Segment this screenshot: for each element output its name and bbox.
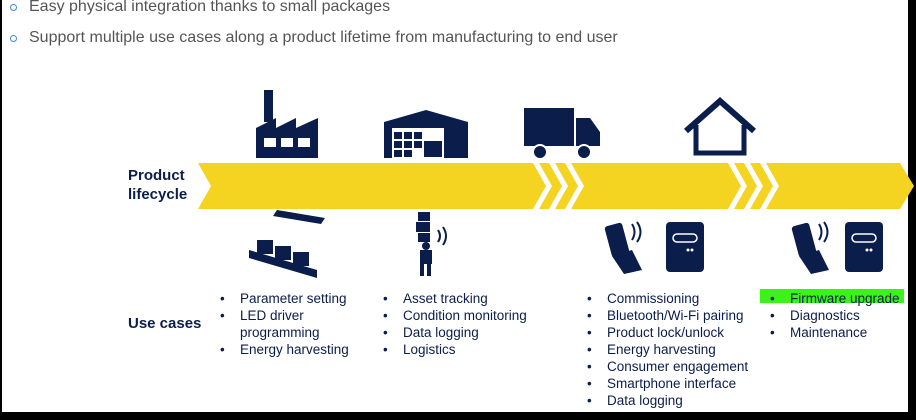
use-case-list: Commissioning Bluetooth/Wi-Fi pairing Pr… [587, 290, 748, 409]
list-item: Bluetooth/Wi-Fi pairing [587, 307, 748, 324]
bullet-text: Easy physical integration thanks to smal… [29, 0, 391, 15]
list-item: Commissioning [587, 290, 748, 307]
list-item: Parameter setting [220, 290, 370, 307]
slide: Easy physical integration thanks to smal… [2, 0, 914, 412]
worker-carrying-boxes-icon [416, 212, 447, 276]
use-case-list: Parameter setting LED driver programming… [220, 290, 370, 358]
list-item: Consumer engagement [587, 358, 748, 375]
list-item: Diagnostics [770, 307, 900, 324]
list-item: Condition monitoring [383, 307, 527, 324]
list-item: Maintenance [770, 324, 900, 341]
use-cases-label: Use cases [128, 315, 202, 332]
conveyor-icon [249, 210, 325, 278]
list-item: Product lock/unlock [587, 324, 748, 341]
bullet-icon [10, 34, 17, 42]
use-case-list: Asset tracking Condition monitoring Data… [383, 290, 527, 358]
list-item-text: LED driver programming [240, 308, 320, 340]
list-item: Firmware upgrade [770, 290, 900, 307]
warehouse-icon [384, 110, 468, 158]
bullet-icon [10, 3, 17, 11]
lifecycle-label: Product lifecycle [128, 166, 187, 204]
smartphone-icon [791, 221, 883, 274]
list-item: Data logging [383, 324, 527, 341]
lifecycle-arrow [198, 163, 914, 209]
factory-icon [256, 90, 318, 158]
bullet-item: Support multiple use cases along a produ… [10, 29, 618, 47]
house-icon [684, 96, 756, 156]
list-item: Energy harvesting [587, 341, 748, 358]
use-case-list: Firmware upgrade Diagnostics Maintenance [770, 290, 900, 341]
list-item: LED driver programming [220, 307, 370, 341]
truck-icon [524, 108, 600, 160]
list-item: Smartphone interface [587, 375, 748, 392]
lifecycle-label-line: Product [128, 167, 185, 184]
lifecycle-label-line: lifecycle [128, 186, 188, 203]
list-item: Logistics [383, 341, 527, 358]
bullet-text: Support multiple use cases along a produ… [29, 29, 618, 46]
smartphone-icon [604, 221, 704, 274]
list-item: Data logging [587, 392, 748, 409]
bullet-item: Easy physical integration thanks to smal… [10, 0, 390, 16]
list-item: Energy harvesting [220, 341, 370, 358]
list-item: Asset tracking [383, 290, 527, 307]
